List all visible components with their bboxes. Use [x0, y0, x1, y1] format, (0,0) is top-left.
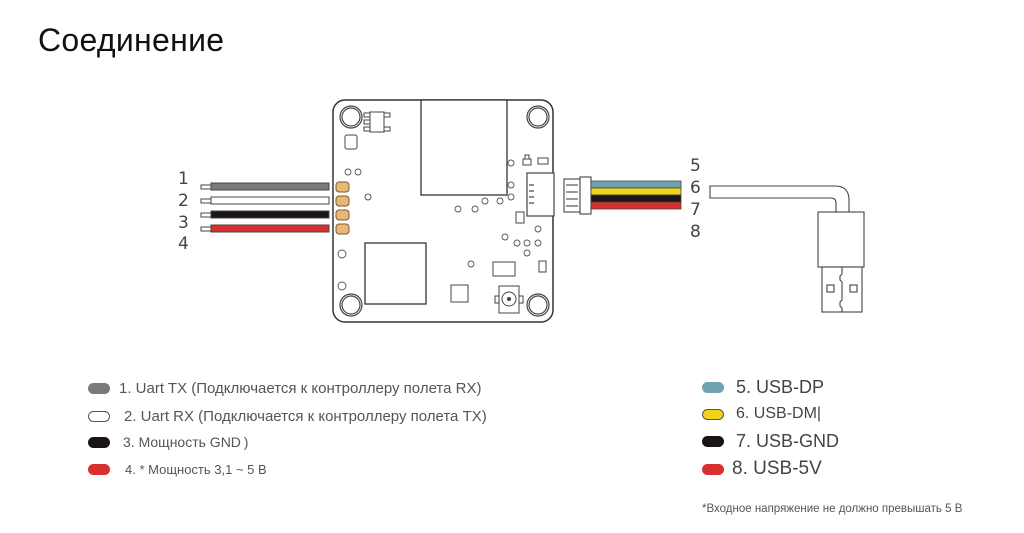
cable-plug-icon [563, 176, 592, 215]
legend-item-4: 4. * Мощность 3,1 ~ 5 В [88, 462, 267, 477]
regulator-chip-icon [363, 111, 391, 133]
wire-number-5: 5 [690, 156, 701, 176]
swatch-blue-icon [702, 382, 724, 393]
left-wires [200, 182, 330, 233]
legend-item-3: 3. Мощность GND ) [88, 434, 248, 450]
vias [337, 159, 542, 291]
swatch-red-icon [702, 463, 724, 475]
legend-label: 2. Uart RX (Подключается к контроллеру п… [124, 408, 487, 425]
wire-6-yellow [590, 187, 682, 196]
swatch-white-icon [88, 411, 110, 422]
legend-label: 5. USB-DP [736, 377, 825, 397]
legend-item-8: 8. USB-5V [702, 458, 822, 480]
legend-label: 7. USB-GND [736, 431, 840, 451]
pcb-board [332, 99, 555, 323]
wire-3-black [200, 210, 330, 219]
wire-8-red [590, 201, 682, 210]
swatch-gray-icon [88, 383, 110, 394]
wire-number-3: 3 [178, 213, 189, 233]
legend-label: 4. * Мощность 3,1 ~ 5 В [125, 462, 267, 477]
inductor-icon [344, 134, 358, 150]
usb-connector-icon [709, 185, 865, 313]
wire-4-red [200, 224, 330, 233]
capacitor-icon [492, 261, 516, 277]
small-component [450, 284, 469, 303]
swatch-black-icon [88, 436, 110, 448]
wire-number-1: 1 [178, 169, 189, 189]
right-wires [590, 180, 682, 210]
wire-number-2: 2 [178, 191, 189, 211]
page-title: Соединение [38, 22, 225, 58]
legend-label: 6. USB-DM| [736, 405, 822, 422]
wire-2-white [200, 196, 330, 205]
legend-label: 3. Мощность GND ) [123, 434, 249, 450]
legend-item-1: 1. Uart TX (Подключается к контроллеру п… [88, 380, 481, 397]
legend-label: 8. USB-5V [732, 458, 822, 479]
wire-5-blue [590, 180, 682, 189]
wire-number-7: 7 [690, 200, 701, 220]
legend-item-6: 6. USB-DM| [702, 405, 821, 423]
solder-pads [335, 181, 350, 235]
swatch-red-icon [88, 464, 110, 475]
main-chip [420, 99, 508, 196]
mounting-hole-icon [339, 105, 550, 317]
wire-7-black [590, 194, 682, 203]
antenna-connector-icon [494, 285, 524, 314]
legend-item-7: 7. USB-GND [702, 431, 839, 452]
wire-number-4: 4 [178, 234, 189, 254]
wire-1-gray [200, 182, 330, 191]
legend-label: 1. Uart TX (Подключается к контроллеру п… [119, 380, 482, 397]
wire-number-8: 8 [690, 222, 701, 242]
legend-item-2: 2. Uart RX (Подключается к контроллеру п… [88, 408, 487, 425]
voltage-note: *Входное напряжение не должно превышать … [702, 503, 963, 515]
board-connector-icon [526, 172, 555, 217]
swatch-black-icon [702, 436, 724, 447]
legend-item-5: 5. USB-DP [702, 377, 824, 398]
wire-number-6: 6 [690, 178, 701, 198]
secondary-chip [364, 242, 427, 305]
swatch-yellow-icon [702, 408, 724, 420]
